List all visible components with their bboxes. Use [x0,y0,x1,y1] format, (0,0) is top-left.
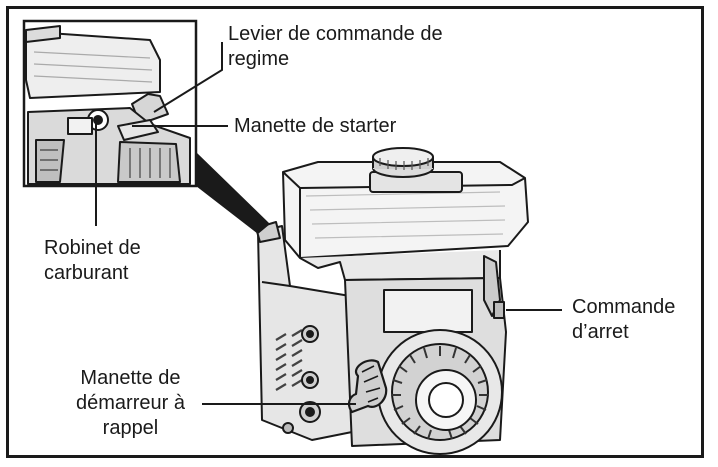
recoil-starter-housing [378,330,502,454]
label-stop-switch: Commande d’arret [572,295,675,345]
label-throttle-lever: Levier de commande de regime [228,22,443,72]
fuel-cap [373,148,433,177]
label-recoil-starter: Manette de démarreur à rappel [76,366,185,441]
label-choke-lever: Manette de starter [234,114,396,139]
callout-pointer [196,152,270,234]
label-fuel-valve: Robinet de carburant [44,236,141,286]
engine-illustration [256,148,528,454]
